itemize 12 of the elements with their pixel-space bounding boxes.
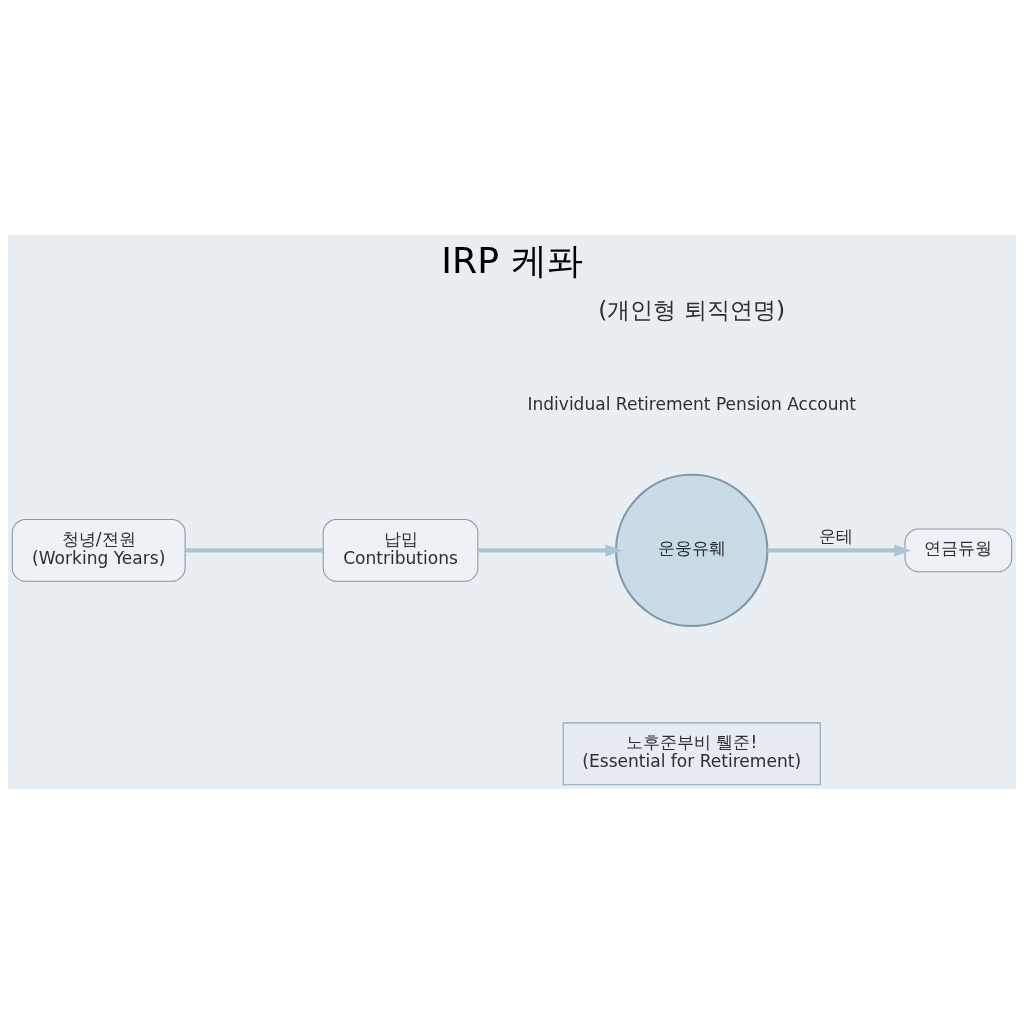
- edge-label: 운테: [819, 525, 854, 546]
- node-box: 청녕/젼원 (Working Years): [11, 518, 186, 582]
- connector: [185, 548, 324, 553]
- label: Individual Retirement Pension Account: [527, 393, 857, 414]
- arrow: [477, 544, 623, 557]
- node-box: 연금듀웡: [904, 528, 1013, 573]
- node-box: 노후준부비 퉬준! (Essential for Retirement): [562, 722, 821, 786]
- arrow: [767, 544, 912, 557]
- node-box: 납밉 Contributions: [322, 518, 479, 582]
- node-circle: 운웅유훼: [615, 473, 769, 628]
- label: (개인형 퇴직연명): [598, 295, 786, 324]
- diagram-title: IRP 케퐈: [441, 238, 583, 282]
